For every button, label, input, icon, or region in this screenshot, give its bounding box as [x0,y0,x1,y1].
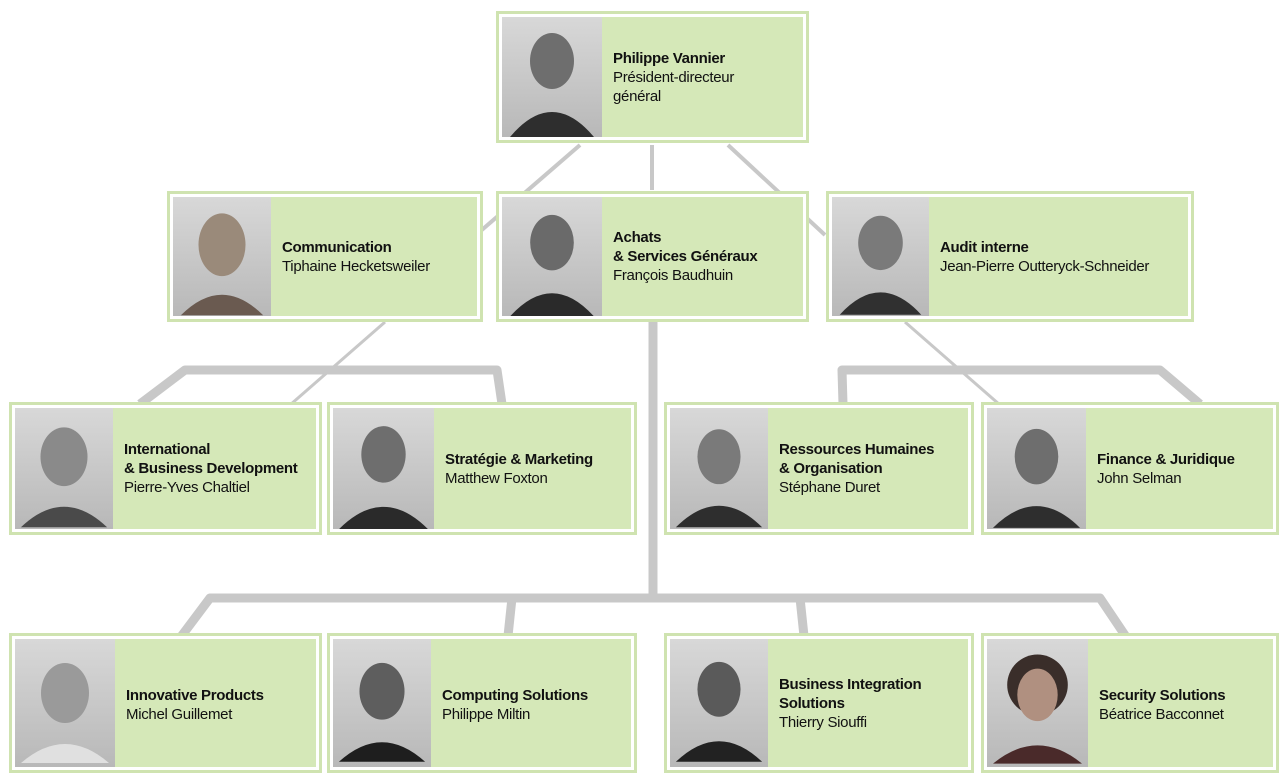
security-solutions-photo [987,639,1088,767]
computing-solutions-person: Philippe Miltin [442,706,531,723]
international-title: International & Business Development [124,441,298,477]
connector-ceo-left [474,143,582,237]
ceo-role: Président-directeur général [613,68,735,105]
innovative-products-person: Michel Guillemet [126,706,233,723]
international-card: International & Business Development Pie… [9,402,322,535]
finance-title: Finance & Juridique [1097,450,1235,468]
connector-bu-3 [795,597,809,637]
rh-title: Ressources Humaines & Organisation [779,441,935,477]
business-integration-person: Thierry Siouffi [779,714,867,731]
security-solutions-title: Security Solutions [1099,687,1226,704]
communication-photo [173,197,271,316]
international-photo [15,408,113,529]
communication-card: Communication Tiphaine Hecketsweiler [167,191,483,322]
ceo-name: Philippe Vannier [613,49,725,67]
business-integration-card: Business Integration Solutions Thierry S… [664,633,974,773]
achats-card: Achats & Services Généraux François Baud… [496,191,809,322]
connector-right-bracket [837,365,1203,408]
connector-bu-bracket [158,593,1147,665]
rh-card: Ressources Humaines & Organisation Stéph… [664,402,974,535]
innovative-products-photo [15,639,115,767]
business-integration-title: Business Integration Solutions [779,676,922,712]
ceo-photo [502,17,602,137]
connector-left-bracket [137,365,507,408]
rh-person: Stéphane Duret [779,479,880,496]
strategie-title: Stratégie & Marketing [445,450,593,468]
communication-person: Tiphaine Hecketsweiler [282,257,430,275]
finance-photo [987,408,1086,529]
computing-solutions-photo [333,639,431,767]
business-integration-photo [670,639,768,767]
achats-title: Achats & Services Généraux [613,229,758,265]
strategie-card: Stratégie & Marketing Matthew Foxton [327,402,637,535]
strategie-photo [333,408,434,529]
computing-solutions-title: Computing Solutions [442,687,588,704]
rh-photo [670,408,768,529]
innovative-products-title: Innovative Products [126,687,264,704]
security-solutions-card: Security Solutions Béatrice Bacconnet [981,633,1279,773]
international-person: Pierre-Yves Chaltiel [124,479,250,496]
finance-person: John Selman [1097,469,1182,487]
connector-bu-2 [503,597,517,637]
finance-card: Finance & Juridique John Selman [981,402,1279,535]
achats-person: François Baudhuin [613,267,733,284]
audit-title: Audit interne [940,238,1029,256]
computing-solutions-card: Computing Solutions Philippe Miltin [327,633,637,773]
communication-title: Communication [282,238,392,256]
achats-photo [502,197,602,316]
ceo-card: Philippe Vannier Président-directeur gén… [496,11,809,143]
audit-photo [832,197,929,316]
strategie-person: Matthew Foxton [445,469,548,487]
connector-communication-down [289,320,386,407]
audit-person: Jean-Pierre Outteryck-Schneider [940,257,1150,275]
audit-card: Audit interne Jean-Pierre Outteryck-Schn… [826,191,1194,322]
innovative-products-card: Innovative Products Michel Guillemet [9,633,322,773]
security-solutions-person: Béatrice Bacconnet [1099,706,1224,723]
connector-audit-down [904,320,1001,407]
